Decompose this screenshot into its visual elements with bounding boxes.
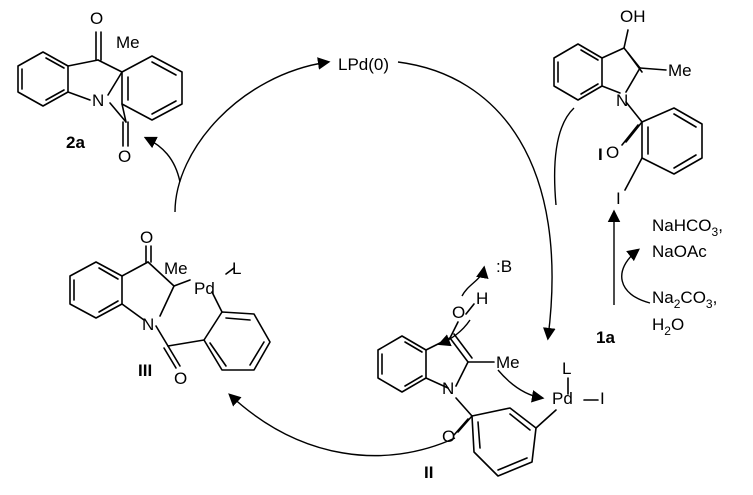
reagents-bottom-line1: Na2CO3, [652,288,717,311]
intermediate-I-iodine: I [616,189,621,208]
intermediate-III-n: N [142,315,154,334]
intermediate-III-me: Me [164,259,188,278]
intermediate-I-oh: OH [620,7,646,26]
intermediate-I-structure: OH Me N O I I [553,7,703,208]
intermediate-III-pd: Pd [194,279,215,298]
intermediate-III-label: III [138,361,152,380]
intermediate-II-o: O [452,303,465,322]
product-2a-label: 2a [66,133,85,152]
reagent-arrow-group [607,209,651,305]
intermediate-II-structure: :B O H Me N Pd L I O II [377,257,605,482]
intermediate-I-o: O [606,143,619,162]
product-2a-carbonyl-o-top: O [90,9,103,28]
catalytic-cycle-arrows [143,57,575,457]
reagents-top-line1: NaHCO3, [652,216,723,239]
intermediate-II-me: Me [496,353,520,372]
intermediate-II-h: H [476,289,488,308]
intermediate-II-label: II [424,463,433,482]
intermediate-III-l: L [232,259,241,278]
reagents-bottom-line2: H2O [652,315,684,338]
intermediate-III-carbonyl-o: O [174,369,187,388]
intermediate-I-label: I [598,145,603,164]
start-material-label: 1a [596,328,615,347]
reagents-top-line2: NaOAc [652,242,707,261]
intermediate-II-carbonyl-o: O [442,427,455,446]
catalyst-label: LPd(0) [338,55,389,74]
intermediate-III-structure: O Me Pd L N O III [69,228,271,388]
base-label: :B [496,257,512,276]
intermediate-II-l: L [562,359,571,378]
intermediate-I-me: Me [668,61,692,80]
intermediate-II-pd: Pd [552,389,573,408]
product-2a-structure: O Me N O 2a [17,9,183,166]
product-2a-carbonyl-o-bottom: O [118,147,131,166]
intermediate-I-n: N [616,91,628,110]
intermediate-II-iodine: I [600,389,605,408]
intermediate-II-n: N [442,379,454,398]
product-2a-n: N [92,91,104,110]
product-2a-me: Me [116,33,140,52]
intermediate-III-o: O [140,228,153,247]
